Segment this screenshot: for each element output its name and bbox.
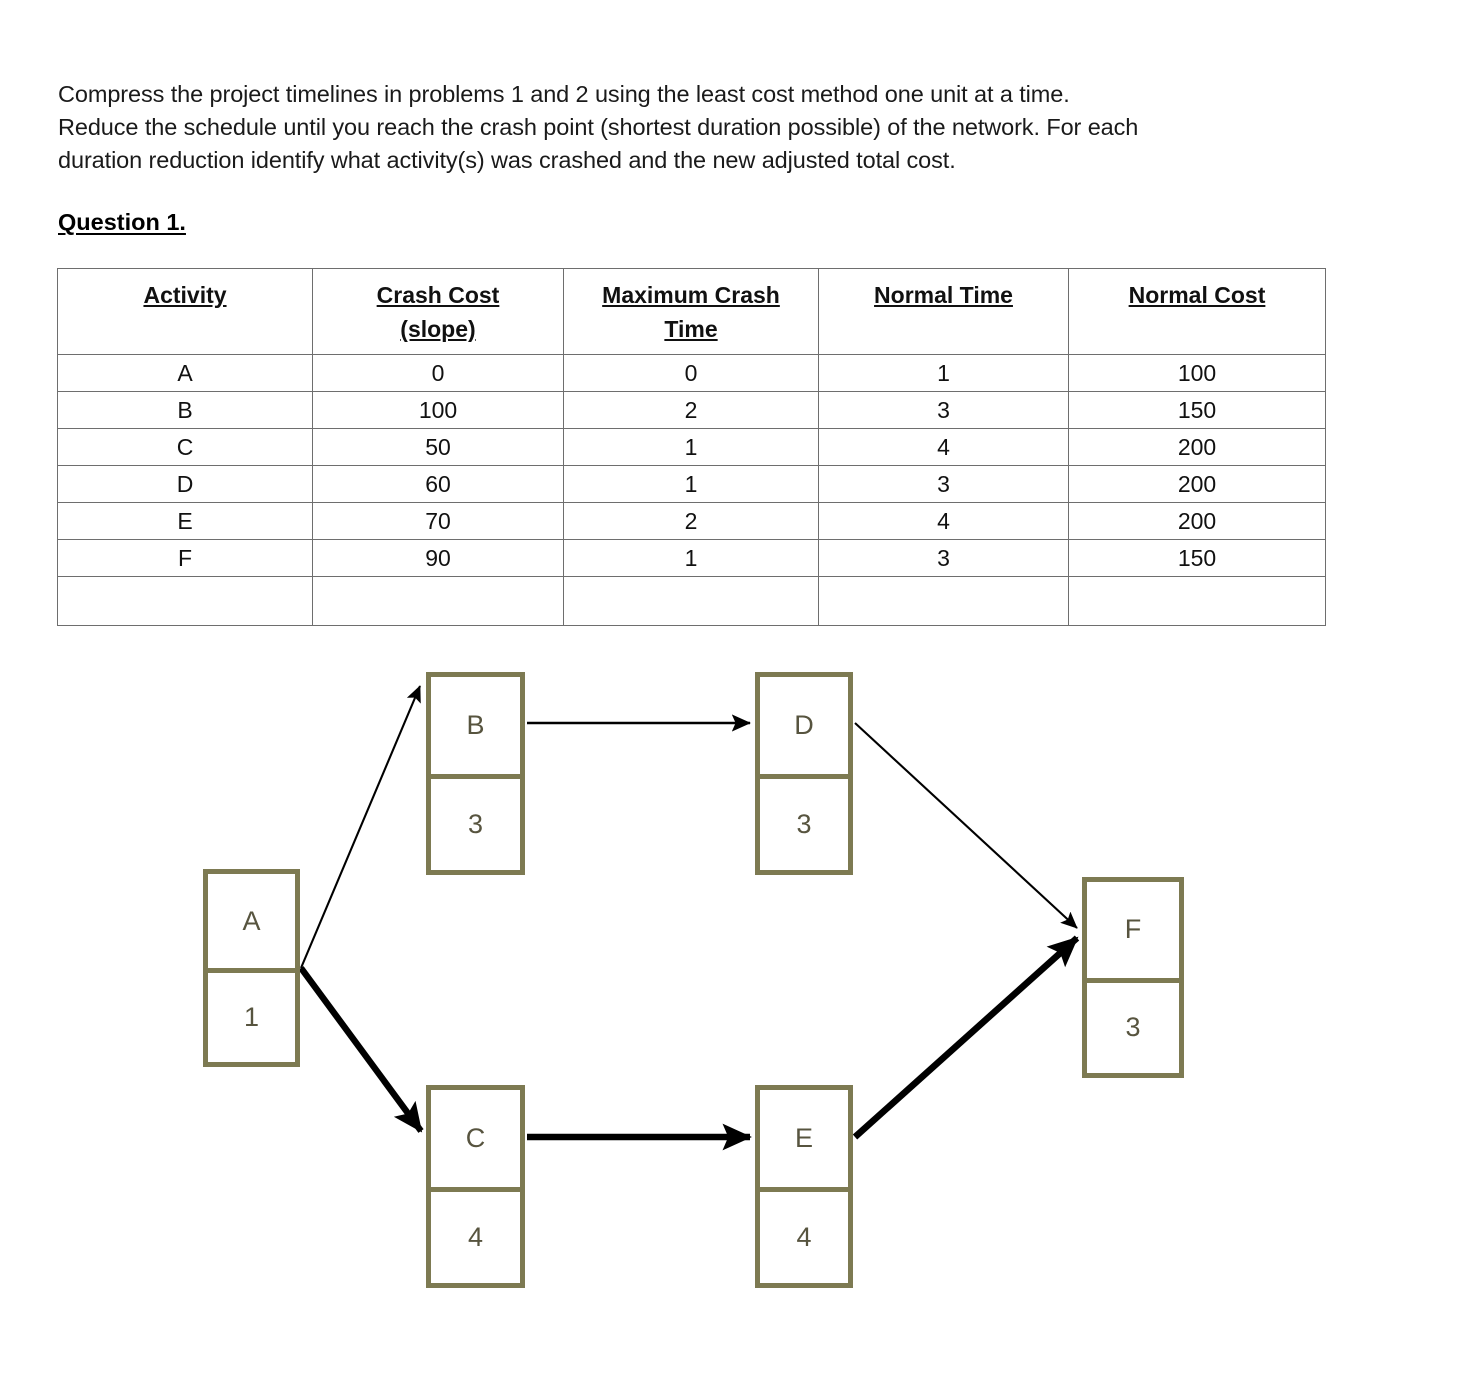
column-header-maximum-crash-time: Maximum Crash Time — [563, 268, 819, 355]
table-row: E 70 2 4 200 — [57, 502, 1326, 540]
column-header-activity: Activity — [57, 268, 313, 355]
node-c-label: C — [465, 1122, 486, 1153]
table-row: A 0 0 1 100 — [57, 354, 1326, 392]
table-row: B 100 2 3 150 — [57, 391, 1326, 429]
edge-d-to-f — [854, 722, 1078, 929]
edge-a-to-c — [298, 966, 424, 1133]
cell-normal-time: 4 — [818, 502, 1069, 540]
cell-normal-time: 3 — [818, 539, 1069, 577]
column-header-normal-time-line1: Normal Time — [874, 282, 1013, 308]
cell-normal-cost: 100 — [1068, 354, 1326, 392]
column-header-crash-cost-slope: Crash Cost (slope) — [312, 268, 564, 355]
cell-normal-time: 4 — [818, 428, 1069, 466]
column-header-crash-cost-line2: (slope) — [400, 316, 476, 342]
node-b-label: B — [466, 709, 485, 740]
intro-line-3: duration reduction identify what activit… — [58, 147, 956, 173]
diagram-node-e[interactable]: E 4 — [755, 1085, 853, 1288]
node-e-duration: 4 — [760, 1186, 848, 1284]
edge-a-to-b — [300, 685, 421, 969]
cell-activity: C — [57, 428, 313, 466]
cell-maximum-crash-time: 2 — [563, 391, 819, 429]
diagram-node-d[interactable]: D 3 — [755, 672, 853, 875]
table-row: D 60 1 3 200 — [57, 465, 1326, 503]
node-b-duration: 3 — [431, 773, 520, 871]
cell-maximum-crash-time: 1 — [563, 465, 819, 503]
cell-crash-cost-slope: 70 — [312, 502, 564, 540]
node-a-duration: 1 — [208, 968, 295, 1062]
cell-maximum-crash-time: 1 — [563, 539, 819, 577]
diagram-node-f[interactable]: F 3 — [1082, 877, 1184, 1078]
cell-activity: A — [57, 354, 313, 392]
cell-maximum-crash-time: 1 — [563, 428, 819, 466]
column-header-normal-cost: Normal Cost — [1068, 268, 1326, 355]
cell-normal-time: 1 — [818, 354, 1069, 392]
edge-e-to-f — [852, 935, 1080, 1140]
column-header-normal-time: Normal Time — [818, 268, 1069, 355]
node-f-label: F — [1124, 914, 1142, 945]
cell-normal-time — [818, 576, 1069, 626]
cell-normal-time: 3 — [818, 391, 1069, 429]
cell-crash-cost-slope: 90 — [312, 539, 564, 577]
cell-activity: D — [57, 465, 313, 503]
cell-normal-cost: 200 — [1068, 428, 1326, 466]
node-f-duration: 3 — [1087, 977, 1179, 1074]
crash-cost-table: Activity Crash Cost (slope) Maximum Cras… — [57, 268, 1326, 626]
table-row: C 50 1 4 200 — [57, 428, 1326, 466]
diagram-node-b[interactable]: B 3 — [426, 672, 525, 875]
intro-line-1: Compress the project timelines in proble… — [58, 81, 1070, 107]
cell-normal-cost — [1068, 576, 1326, 626]
table-header-row: Activity Crash Cost (slope) Maximum Cras… — [57, 268, 1326, 355]
cell-activity: F — [57, 539, 313, 577]
cell-crash-cost-slope — [312, 576, 564, 626]
cell-normal-cost: 150 — [1068, 539, 1326, 577]
table-row: F 90 1 3 150 — [57, 539, 1326, 577]
node-d-label: D — [794, 709, 814, 740]
cell-crash-cost-slope: 60 — [312, 465, 564, 503]
cell-normal-time: 3 — [818, 465, 1069, 503]
cell-activity — [57, 576, 313, 626]
intro-line-2: Reduce the schedule until you reach the … — [58, 114, 1139, 140]
diagram-node-c[interactable]: C 4 — [426, 1085, 525, 1288]
node-d-duration: 3 — [760, 773, 848, 871]
node-e-label: E — [794, 1122, 813, 1153]
diagram-node-a[interactable]: A 1 — [203, 869, 300, 1067]
cell-crash-cost-slope: 50 — [312, 428, 564, 466]
table-row-blank — [57, 576, 1326, 626]
node-a-label: A — [242, 905, 261, 936]
column-header-activity-line1: Activity — [143, 282, 227, 308]
cell-normal-cost: 200 — [1068, 502, 1326, 540]
intro-paragraph: Compress the project timelines in proble… — [58, 78, 1348, 177]
cell-maximum-crash-time: 0 — [563, 354, 819, 392]
question-heading: Question 1. — [58, 209, 186, 235]
cell-normal-cost: 200 — [1068, 465, 1326, 503]
cell-crash-cost-slope: 100 — [312, 391, 564, 429]
column-header-normal-cost-line1: Normal Cost — [1128, 282, 1266, 308]
node-c-duration: 4 — [431, 1186, 520, 1284]
cell-maximum-crash-time — [563, 576, 819, 626]
column-header-max-crash-line2: Time — [664, 316, 718, 342]
cell-crash-cost-slope: 0 — [312, 354, 564, 392]
cell-maximum-crash-time: 2 — [563, 502, 819, 540]
column-header-crash-cost-line1: Crash Cost — [376, 282, 500, 308]
column-header-max-crash-line1: Maximum Crash — [602, 282, 780, 308]
cell-normal-cost: 150 — [1068, 391, 1326, 429]
cell-activity: E — [57, 502, 313, 540]
cell-activity: B — [57, 391, 313, 429]
